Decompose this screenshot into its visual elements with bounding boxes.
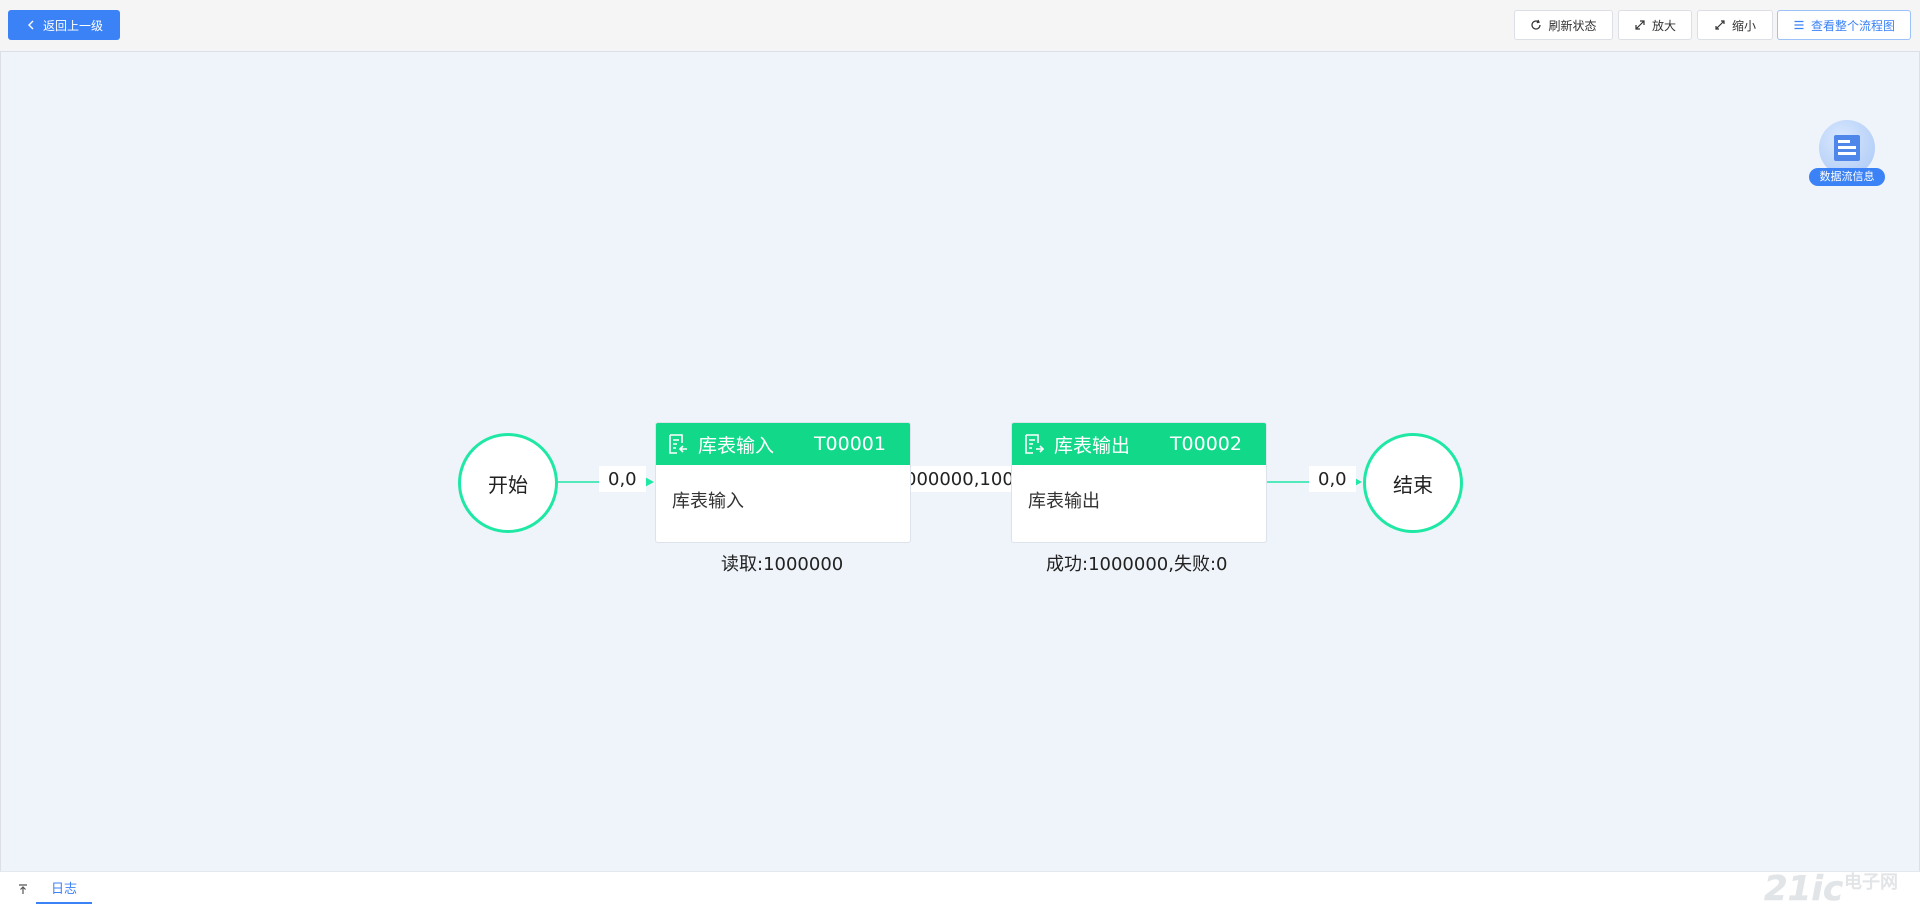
zoom-in-icon	[1635, 20, 1645, 30]
task-node-stat: 读取:1000000	[721, 554, 844, 575]
task-node-body: 库表输入	[672, 491, 744, 512]
svg-text:21ic: 21ic	[1764, 869, 1843, 909]
collapse-top-icon[interactable]	[14, 880, 32, 898]
dataflow-info-icon	[1834, 135, 1860, 161]
back-button[interactable]: 返回上一级	[8, 10, 120, 40]
toolbar: 返回上一级 刷新状态 放大 缩小 查看整个流程图	[0, 0, 1920, 52]
list-icon	[1794, 20, 1804, 30]
edge-label-start-text: 0,0	[608, 468, 637, 490]
zoom-out-label: 缩小	[1731, 18, 1756, 33]
chevron-left-icon	[27, 20, 34, 30]
svg-text:电子网: 电子网	[1844, 871, 1898, 893]
table-input-icon	[669, 434, 687, 454]
start-node[interactable]: 开始	[458, 433, 558, 533]
log-bar: 日志	[0, 871, 1920, 911]
start-node-label: 开始	[488, 472, 528, 497]
dataflow-info-button[interactable]: 数据流信息	[1809, 120, 1885, 190]
tab-log[interactable]: 日志	[36, 872, 92, 904]
view-whole-flow-button[interactable]: 查看整个流程图	[1777, 10, 1911, 40]
edge-label-end-text: 0,0	[1318, 468, 1347, 490]
task-node-body: 库表输出	[1028, 491, 1100, 512]
table-output-icon	[1025, 434, 1045, 454]
edge-label-middle-text: 000000,100	[905, 468, 1011, 490]
task-node-id: T00001	[813, 433, 886, 455]
edge-label-end: 0,0	[1309, 466, 1356, 492]
back-button-label: 返回上一级	[42, 18, 103, 33]
flow-edges	[557, 476, 1362, 488]
zoom-out-button[interactable]: 缩小	[1697, 10, 1773, 40]
task-node-name: 库表输入	[698, 434, 775, 457]
zoom-in-button[interactable]: 放大	[1618, 10, 1692, 40]
dataflow-info-label: 数据流信息	[1809, 168, 1885, 186]
task-node-id: T00002	[1169, 433, 1242, 455]
zoom-in-label: 放大	[1651, 18, 1676, 33]
edge-label-start: 0,0	[599, 466, 646, 492]
zoom-out-icon	[1715, 20, 1725, 30]
task-node-name: 库表输出	[1054, 434, 1131, 457]
task-node-stat: 成功:1000000,失败:0	[1046, 554, 1228, 575]
task-node-table-output[interactable]: 库表输出 T00002 库表输出	[1011, 422, 1267, 543]
end-node-label: 结束	[1393, 472, 1433, 497]
edge-label-middle: 000000,100	[903, 466, 1011, 492]
flow-canvas[interactable]: 开始 0,0 000000,100 0,0 库表输入 T00001 库表输入 读…	[0, 52, 1920, 871]
refresh-status-label: 刷新状态	[1548, 18, 1597, 33]
refresh-status-button[interactable]: 刷新状态	[1514, 10, 1613, 40]
task-node-table-input[interactable]: 库表输入 T00001 库表输入	[655, 422, 911, 543]
task-node-header: 库表输出 T00002	[1012, 423, 1266, 465]
task-node-header: 库表输入 T00001	[656, 423, 910, 465]
edge-arrow-start	[643, 476, 654, 488]
watermark-logo: 21ic 电子网	[1764, 869, 1898, 910]
refresh-icon	[1531, 19, 1542, 30]
view-whole-flow-label: 查看整个流程图	[1810, 18, 1895, 33]
end-node[interactable]: 结束	[1363, 433, 1463, 533]
